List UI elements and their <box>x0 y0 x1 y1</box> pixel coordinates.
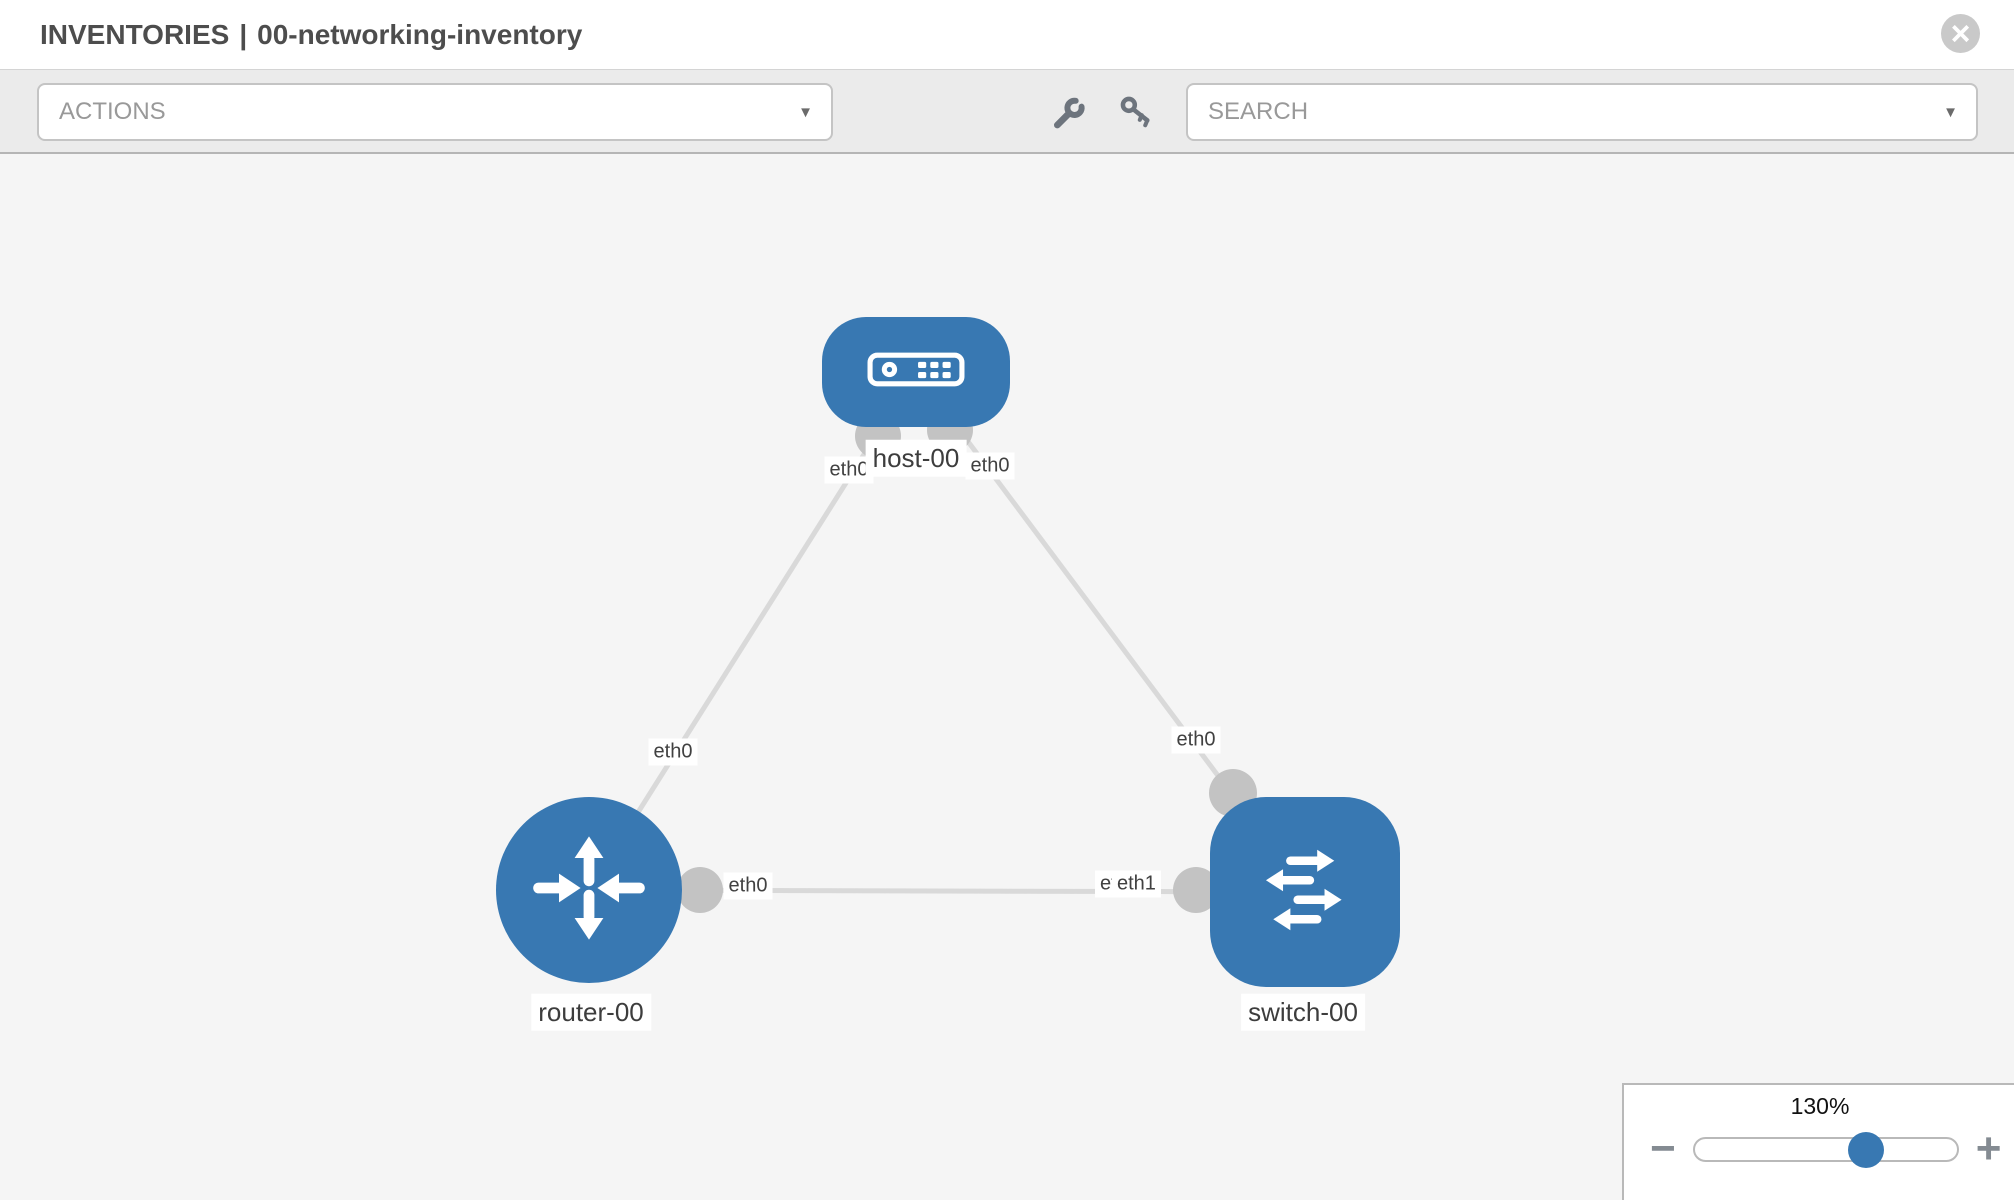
zoom-slider-thumb[interactable] <box>1847 1131 1884 1168</box>
key-icon[interactable] <box>1117 93 1155 131</box>
interface-label: eth0 <box>1171 726 1221 754</box>
node-label-host: host-00 <box>865 439 967 477</box>
interface-label: eth0 <box>723 872 773 900</box>
close-icon: × <box>1950 14 1971 53</box>
port-circle[interactable] <box>677 867 723 913</box>
page-title: INVENTORIES | 00-networking-inventory <box>40 19 582 51</box>
actions-dropdown[interactable]: ACTIONS ▼ <box>37 83 833 141</box>
zoom-out-button[interactable]: − <box>1650 1124 1676 1173</box>
node-host-00[interactable] <box>822 317 1010 427</box>
wrench-icon[interactable] <box>1049 93 1087 131</box>
zoom-panel: 130% − + <box>1622 1083 2014 1200</box>
search-dropdown-label: SEARCH <box>1208 98 1309 125</box>
interface-label: eth0 <box>648 738 698 766</box>
zoom-in-button[interactable]: + <box>1975 1124 2002 1173</box>
close-button[interactable]: × <box>1941 14 1980 53</box>
port-circle[interactable] <box>1173 867 1219 913</box>
node-label-router: router-00 <box>531 993 651 1031</box>
interface-label: eth1 <box>1112 870 1161 898</box>
actions-dropdown-label: ACTIONS <box>59 98 166 125</box>
switch-icon <box>1244 829 1366 956</box>
node-label-switch: switch-00 <box>1241 993 1365 1031</box>
host-icon <box>867 352 965 392</box>
zoom-slider[interactable] <box>1692 1131 1959 1168</box>
inventory-name: 00-networking-inventory <box>257 18 583 50</box>
search-dropdown[interactable]: SEARCH ▼ <box>1186 83 1978 141</box>
node-switch-00[interactable] <box>1210 797 1400 987</box>
chevron-down-icon: ▼ <box>798 103 813 121</box>
zoom-level: 130% <box>1790 1093 1850 1119</box>
interface-label: eth0 <box>824 456 874 484</box>
topology-edges <box>586 370 1308 913</box>
node-router-00[interactable] <box>496 797 682 983</box>
breadcrumb-section: INVENTORIES <box>40 18 230 50</box>
zoom-controls: − + <box>1624 1124 2014 1173</box>
header: INVENTORIES | 00-networking-inventory × <box>0 0 2014 70</box>
toolbar: ACTIONS ▼ SEARCH ▼ <box>0 70 2014 154</box>
topology-canvas[interactable]: eth0 eth0 eth0 eth0 eth0 eth0 eth1 host-… <box>0 154 2014 1200</box>
breadcrumb-separator: | <box>239 18 248 50</box>
chevron-down-icon: ▼ <box>1943 103 1958 121</box>
router-icon <box>529 828 649 953</box>
interface-label: eth0 <box>965 452 1015 480</box>
